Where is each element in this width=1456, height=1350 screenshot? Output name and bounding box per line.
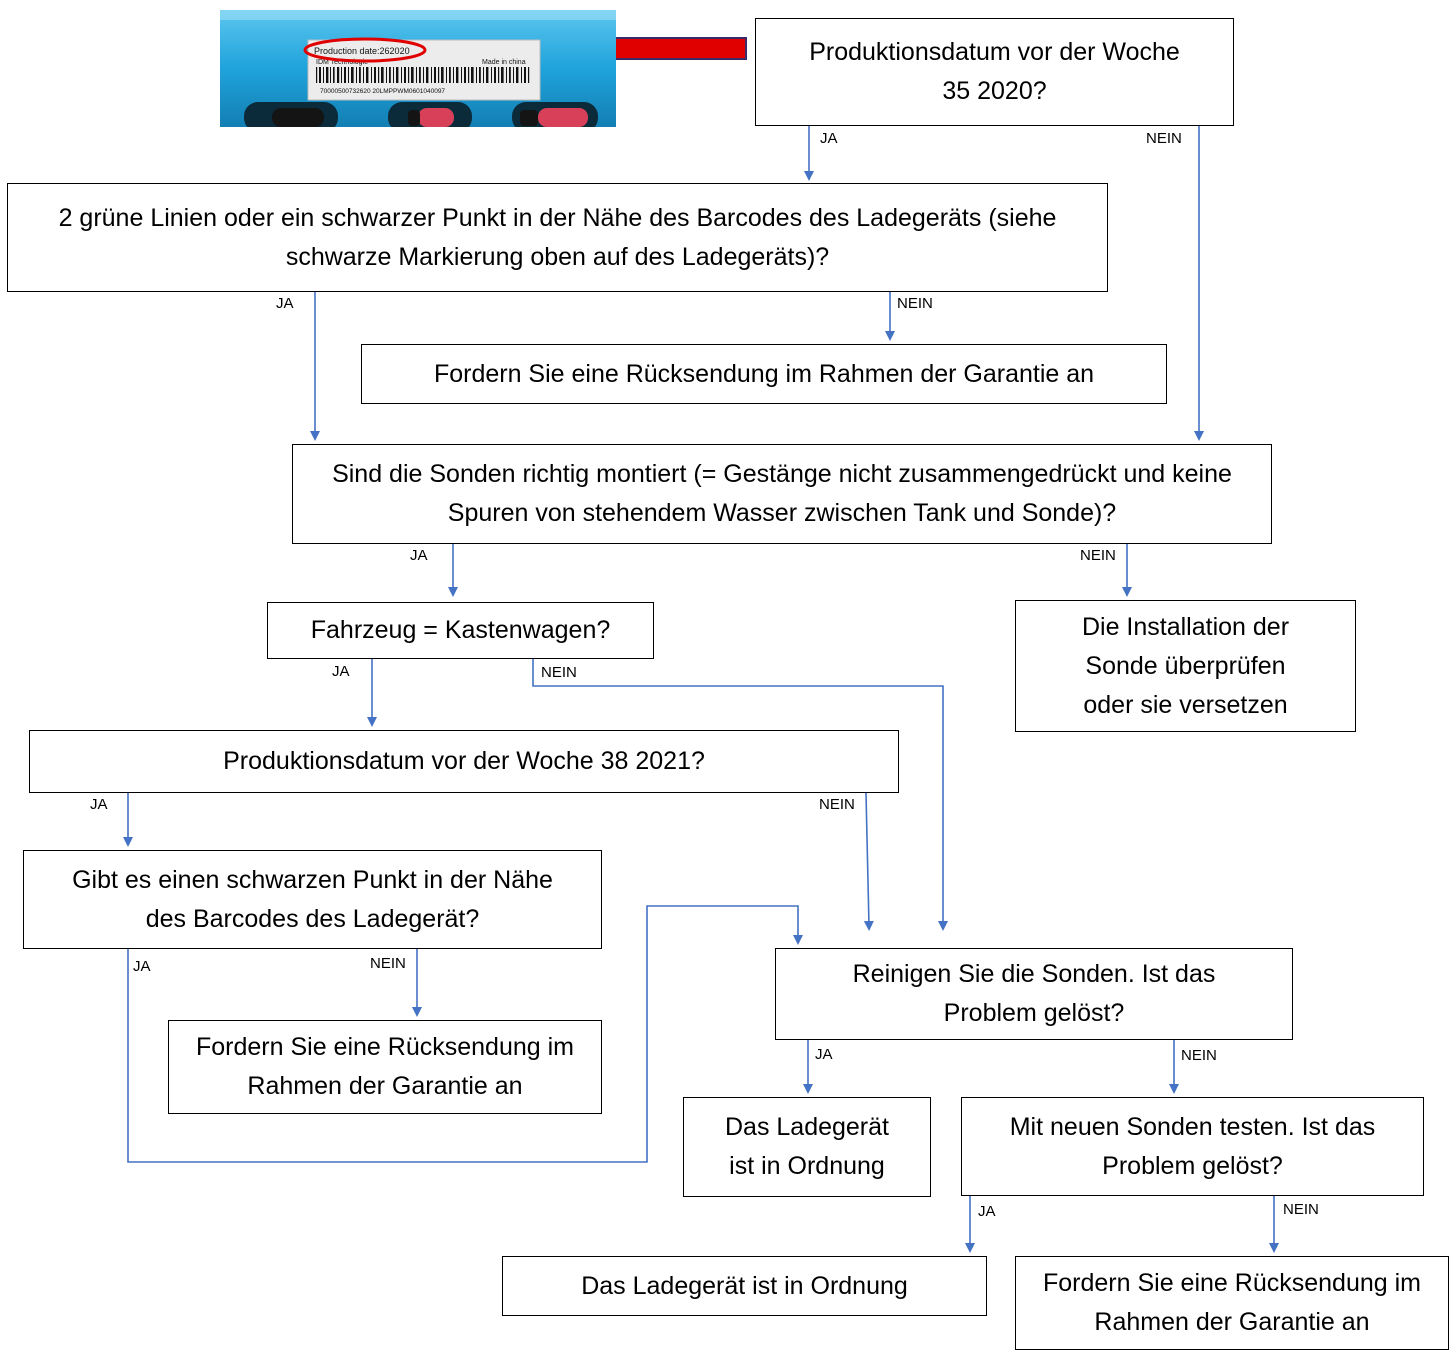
- node-charger-ok-2: Das Ladegerät ist in Ordnung: [502, 1256, 987, 1316]
- node-warranty-return-3: Fordern Sie eine Rücksendung im Rahmen d…: [1015, 1256, 1449, 1350]
- label-nein-prod2021: NEIN: [819, 796, 855, 813]
- label-ja-clean: JA: [815, 1046, 833, 1063]
- node-green-lines-black-dot: 2 grüne Linien oder ein schwarzer Punkt …: [7, 183, 1108, 292]
- node-warranty-return-1: Fordern Sie eine Rücksendung im Rahmen d…: [361, 344, 1167, 404]
- label-ja-prod2020: JA: [820, 130, 838, 147]
- label-nein-probes: NEIN: [1080, 547, 1116, 564]
- sticker-date-text: Production date:262020: [314, 46, 410, 56]
- node-new-probes: Mit neuen Sonden testen. Ist das Problem…: [961, 1097, 1424, 1196]
- label-ja-prod2021: JA: [90, 796, 108, 813]
- label-ja-van: JA: [332, 663, 350, 680]
- label-nein-green: NEIN: [897, 295, 933, 312]
- node-vehicle-van: Fahrzeug = Kastenwagen?: [267, 602, 654, 659]
- sticker-made-text: Made in china: [482, 59, 526, 66]
- node-probes-mounted: Sind die Sonden richtig montiert (= Gest…: [292, 444, 1272, 544]
- node-check-installation: Die Installation der Sonde überprüfen od…: [1015, 600, 1356, 732]
- conn-prod2021-nein: [863, 792, 874, 931]
- label-nein-clean: NEIN: [1181, 1047, 1217, 1064]
- label-ja-newprobes: JA: [978, 1203, 996, 1220]
- label-ja-blackdot: JA: [133, 958, 151, 975]
- conn-van-nein: [532, 659, 948, 931]
- conn-blackdot-ja: [127, 905, 803, 1163]
- label-ja-green: JA: [276, 295, 294, 312]
- node-production-week38-2021: Produktionsdatum vor der Woche 38 2021?: [29, 730, 899, 793]
- label-ja-probes: JA: [410, 547, 428, 564]
- label-nein-newprobes: NEIN: [1283, 1201, 1319, 1218]
- node-production-week35-2020: Produktionsdatum vor der Woche 35 2020?: [755, 18, 1234, 126]
- node-charger-ok-1: Das Ladegerät ist in Ordnung: [683, 1097, 931, 1197]
- charger-label-photo: Production date:262020 IDM Technologie M…: [220, 10, 616, 127]
- label-nein-van: NEIN: [541, 664, 577, 681]
- sticker-brand-text: IDM Technologie: [316, 59, 368, 66]
- node-clean-probes: Reinigen Sie die Sonden. Ist das Problem…: [775, 948, 1293, 1040]
- sticker-serial-text: 70000500732620 20LMPPWM0601040097: [320, 88, 445, 95]
- label-nein-prod2020: NEIN: [1146, 130, 1182, 147]
- node-warranty-return-2: Fordern Sie eine Rücksendung im Rahmen d…: [168, 1020, 602, 1114]
- label-nein-blackdot: NEIN: [370, 955, 406, 972]
- node-black-dot: Gibt es einen schwarzen Punkt in der Näh…: [23, 850, 602, 949]
